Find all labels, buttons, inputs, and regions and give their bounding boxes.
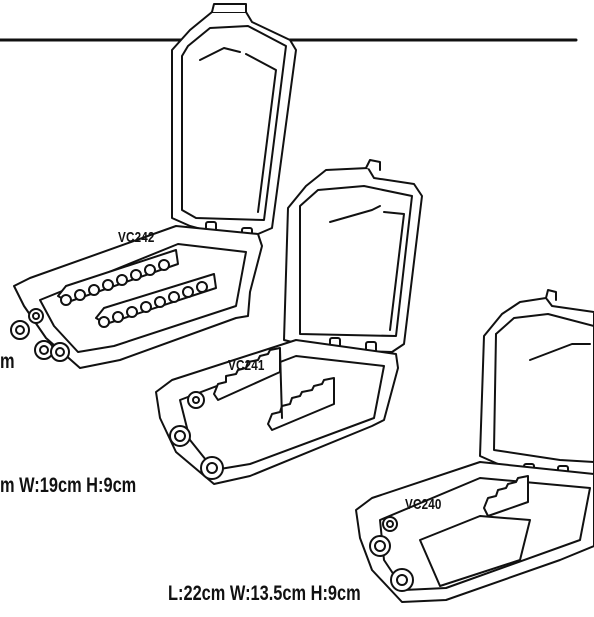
model-label-vc241: VC241	[228, 357, 265, 374]
junction-box-vc242	[10, 3, 297, 369]
cable-glands-vc242	[10, 308, 70, 362]
dimensions-vc240: L:22cm W:13.5cm H:9cm	[168, 582, 361, 605]
terminal-rows-vc242	[57, 249, 217, 328]
dimensions-vc241: m W:19cm H:9cm	[0, 474, 137, 497]
junction-box-vc241	[155, 159, 423, 485]
terminal-strips-vc241	[213, 347, 335, 431]
model-label-vc240: VC240	[405, 496, 442, 513]
cable-glands-vc240	[369, 516, 414, 592]
cable-glands-vc241	[169, 391, 224, 480]
model-label-vc242: VC242	[118, 229, 155, 246]
dimensions-vc242: m	[0, 350, 15, 373]
terminal-block-vc240	[483, 475, 529, 517]
junction-box-vc240	[355, 289, 594, 603]
